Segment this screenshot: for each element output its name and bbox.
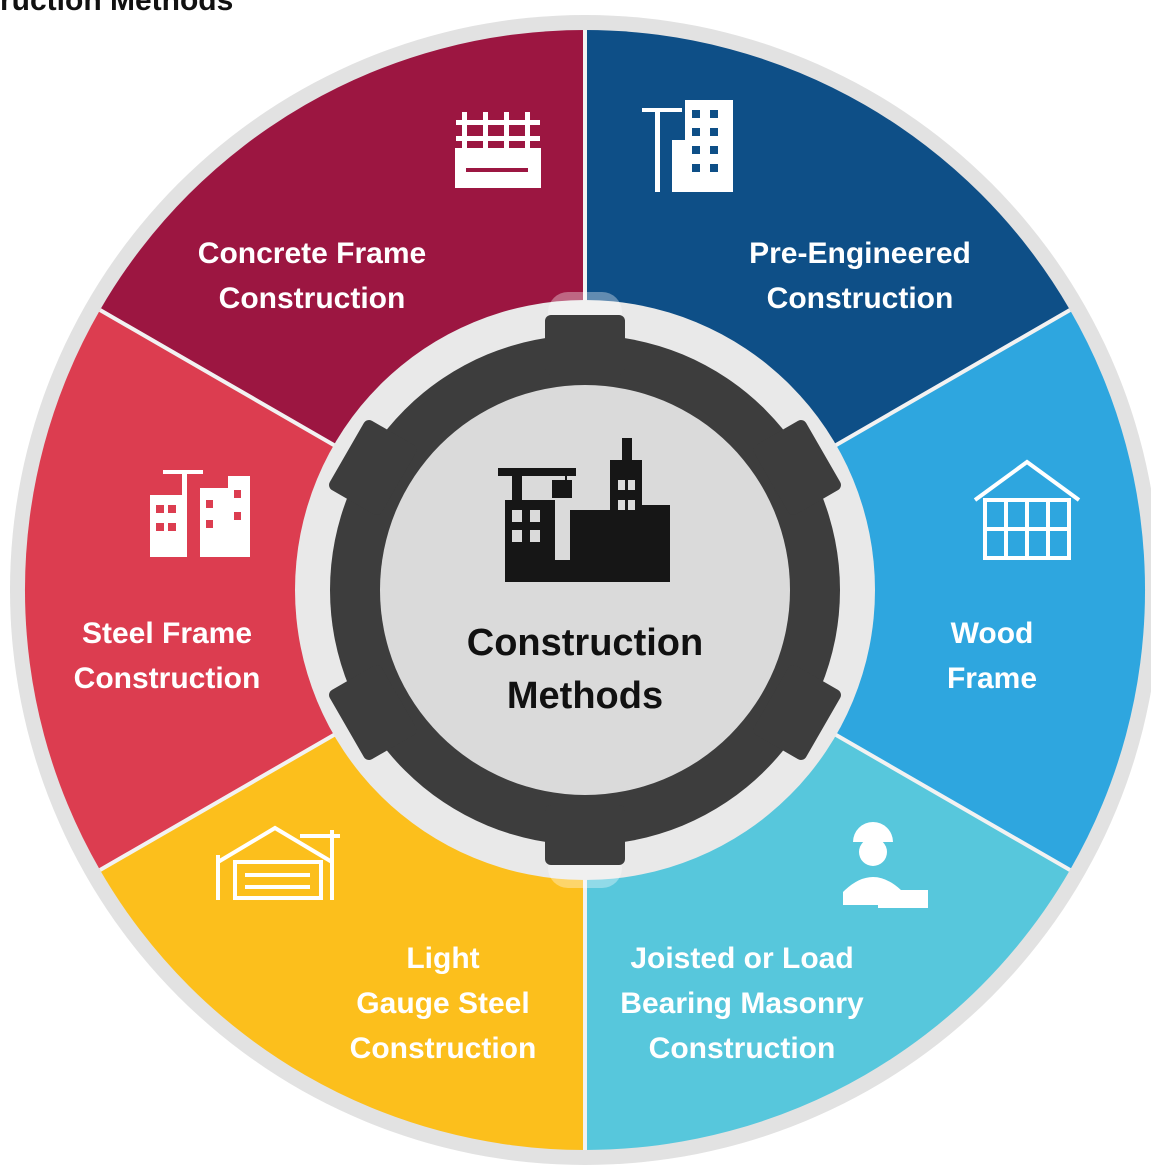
hub-title-line-1: Construction	[467, 622, 703, 664]
segment-label-light-gauge-line-3: Construction	[350, 1032, 537, 1065]
page-title: ruction Methods	[0, 0, 234, 17]
segment-label-light-gauge-line-2: Gauge Steel	[356, 987, 529, 1020]
segment-label-masonry-line-3: Construction	[649, 1032, 836, 1065]
wood-house-icon	[973, 459, 1081, 560]
segment-label-masonry-line-2: Bearing Masonry	[620, 987, 864, 1020]
hub-title-line-2: Methods	[507, 675, 663, 717]
segment-label-concrete-line-2: Construction	[219, 282, 406, 315]
segment-label-wood-line-2: Frame	[947, 662, 1037, 695]
segment-label-pre-engineered-line-2: Construction	[767, 282, 954, 315]
segment-label-wood-line-1: Wood	[951, 617, 1034, 650]
steel-structure-icon	[150, 470, 250, 557]
construction-site-icon	[216, 825, 340, 900]
crane-building-icon	[642, 100, 733, 192]
segment-label-steel-line-1: Steel Frame	[82, 617, 252, 650]
segment-label-masonry-line-1: Joisted or Load	[630, 942, 853, 975]
city-construction-icon	[498, 438, 670, 582]
worker-icon	[843, 822, 928, 908]
concrete-slab-icon	[455, 112, 541, 188]
segment-label-pre-engineered-line-1: Pre-Engineered	[749, 237, 971, 270]
hub	[380, 385, 790, 795]
segment-label-light-gauge-line-1: Light	[406, 942, 479, 975]
segment-label-steel-line-2: Construction	[74, 662, 261, 695]
segment-label-concrete-line-1: Concrete Frame	[198, 237, 426, 270]
